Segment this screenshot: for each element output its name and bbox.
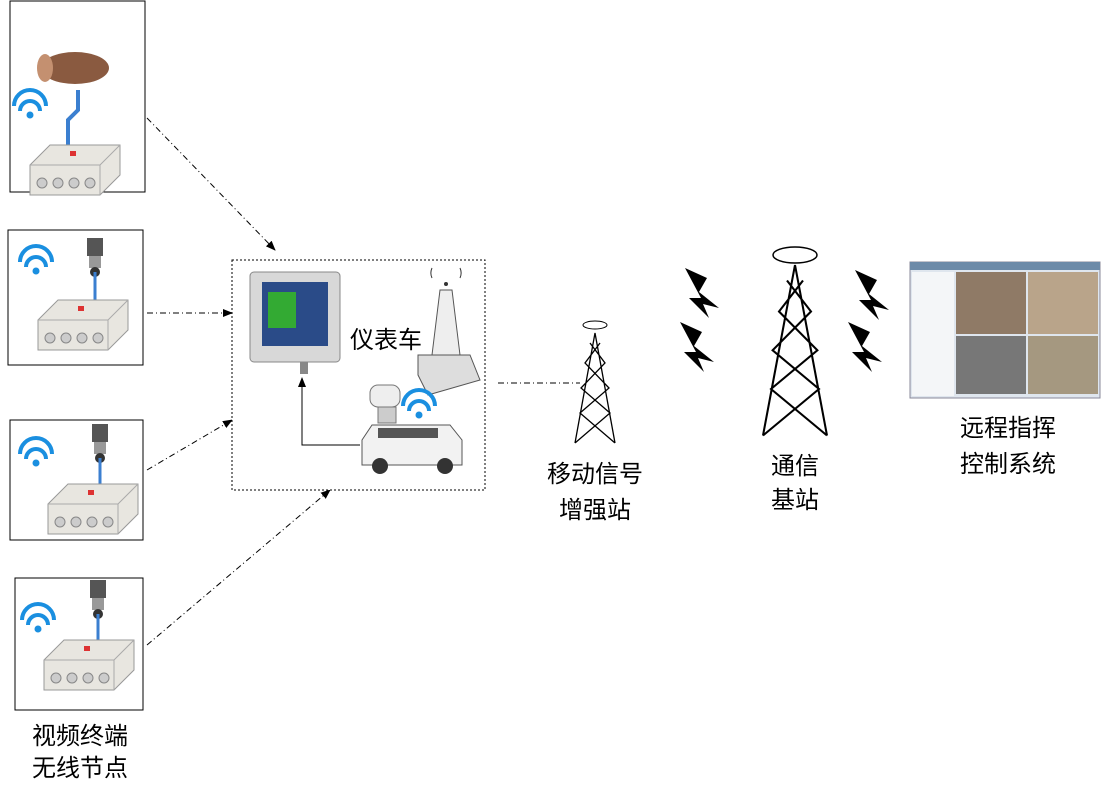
- junction-box-icon: [47, 483, 139, 535]
- video-terminal-label-line2: 无线节点: [32, 754, 128, 782]
- junction-box-icon: [43, 639, 135, 691]
- ptz-camera-icon: [369, 384, 401, 424]
- remote-command-screen-icon: [909, 261, 1101, 399]
- explosion-proof-camera-icon: [41, 52, 109, 84]
- wireless-signal-icon: [680, 322, 714, 372]
- video-node-2: [7, 229, 144, 366]
- base-station-label-line1: 通信: [771, 452, 819, 480]
- base-station-label-line2: 基站: [771, 486, 819, 514]
- video-node-3: [9, 419, 144, 541]
- monitor-terminal-icon: [249, 271, 341, 374]
- wireless-signal-icon: [685, 268, 719, 318]
- instrument-vehicle-box: 仪表车: [231, 259, 486, 491]
- vehicle-icon: [361, 424, 463, 474]
- mobile-booster-tower-icon: [574, 320, 616, 444]
- video-node-4: [14, 577, 144, 711]
- radio-tower-unit-icon: [417, 267, 481, 396]
- remote-command-label-line1: 远程指挥: [960, 414, 1056, 442]
- instrument-vehicle-label: 仪表车: [350, 326, 422, 354]
- remote-command-label-line2: 控制系统: [960, 450, 1056, 478]
- junction-box-icon: [29, 144, 121, 196]
- base-station-tower-icon: [761, 246, 829, 437]
- wireless-signal-icon: [848, 322, 882, 372]
- video-terminal-label-line1: 视频终端: [32, 722, 128, 750]
- wireless-signal-icon: [855, 270, 889, 320]
- mobile-booster-label-line1: 移动信号: [547, 460, 643, 488]
- junction-box-icon: [37, 299, 129, 351]
- mobile-booster-label-line2: 增强站: [559, 496, 631, 524]
- video-node-1: [9, 0, 146, 196]
- cable: [66, 90, 80, 150]
- connector-lines: [146, 117, 580, 646]
